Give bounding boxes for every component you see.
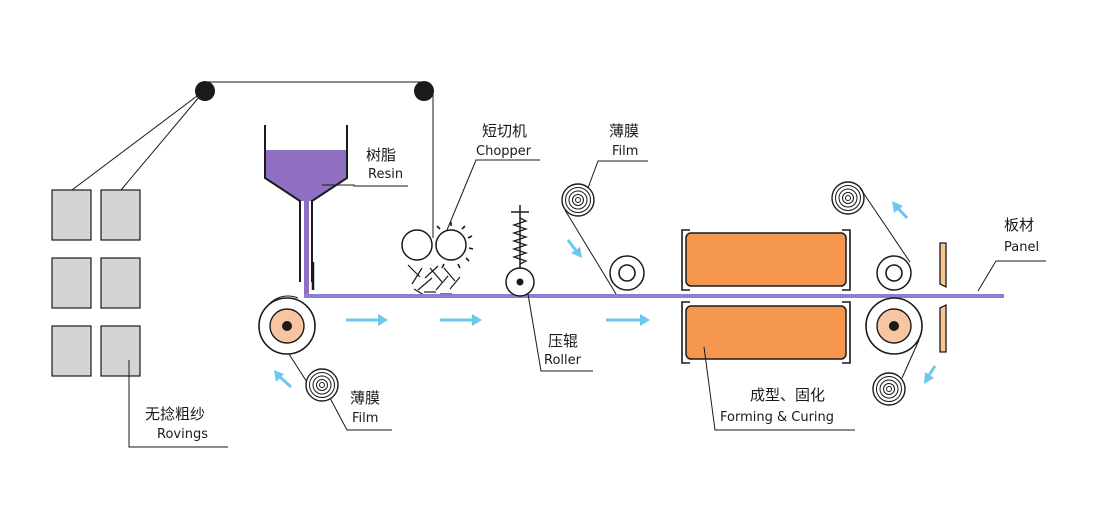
arrow-right-icon [346, 314, 388, 326]
forming-label-en: Forming & Curing [720, 410, 834, 425]
forming-label-zh: 成型、固化 [750, 386, 825, 404]
forming-leader [703, 346, 855, 431]
roller-label-en: Roller [544, 353, 582, 368]
arrow-icon [274, 370, 293, 389]
chopper-label-zh: 短切机 [482, 122, 527, 140]
flow-arrows [274, 201, 937, 389]
rovings-leader [128, 360, 228, 448]
chopper-label-en: Chopper [476, 144, 532, 159]
arrow-icon [924, 365, 937, 384]
left-roller [258, 297, 316, 355]
resin-label-en: Resin [368, 167, 403, 182]
film-top-label-zh: 薄膜 [609, 122, 639, 140]
resin-label-zh: 树脂 [366, 146, 396, 164]
resin-leader [322, 184, 408, 187]
cutter [939, 242, 947, 353]
arrow-right-icon [440, 314, 482, 326]
roving-fibers [71, 81, 434, 238]
arrow-right-icon [606, 314, 650, 326]
forming-mold [681, 229, 851, 364]
roving-box [100, 325, 141, 377]
roving-box [51, 257, 92, 309]
film-bottom-label-en: Film [352, 411, 378, 426]
roving-box [100, 257, 141, 309]
bottom-film-spool [305, 368, 339, 402]
roving-box [51, 325, 92, 377]
film-bottom-label-zh: 薄膜 [350, 389, 380, 407]
arrow-icon [892, 201, 909, 220]
right-bottom-spool [872, 372, 906, 406]
roving-box [51, 189, 92, 241]
arrow-icon [566, 239, 582, 258]
right-main-roller [865, 297, 923, 355]
roller-leader [527, 293, 593, 372]
chopper [401, 222, 474, 296]
pressure-roller [505, 205, 535, 297]
guide-pulley [414, 81, 434, 101]
right-bottom-film-path [901, 339, 920, 379]
resin-hopper [264, 125, 348, 295]
top-film-spool [561, 183, 595, 217]
right-top-roller [876, 255, 912, 291]
panel-label-zh: 板材 [1004, 216, 1034, 234]
rovings-boxes [51, 189, 141, 377]
top-film-path [564, 209, 617, 295]
panel-label-en: Panel [1004, 240, 1039, 255]
right-top-film-path [859, 187, 911, 263]
chopper-leader [446, 159, 540, 231]
rovings-label-en: Rovings [157, 427, 208, 442]
rovings-label-zh: 无捻粗纱 [145, 405, 205, 423]
top-film-roller [609, 255, 645, 291]
panel-leader [977, 260, 1046, 292]
guide-pulley [195, 81, 215, 101]
roving-box [100, 189, 141, 241]
right-top-spool [831, 181, 865, 215]
roller-label-zh: 压辊 [548, 332, 578, 350]
film-top-leader [587, 160, 648, 189]
film-top-label-en: Film [612, 144, 638, 159]
film-bottom-leader [329, 397, 392, 431]
